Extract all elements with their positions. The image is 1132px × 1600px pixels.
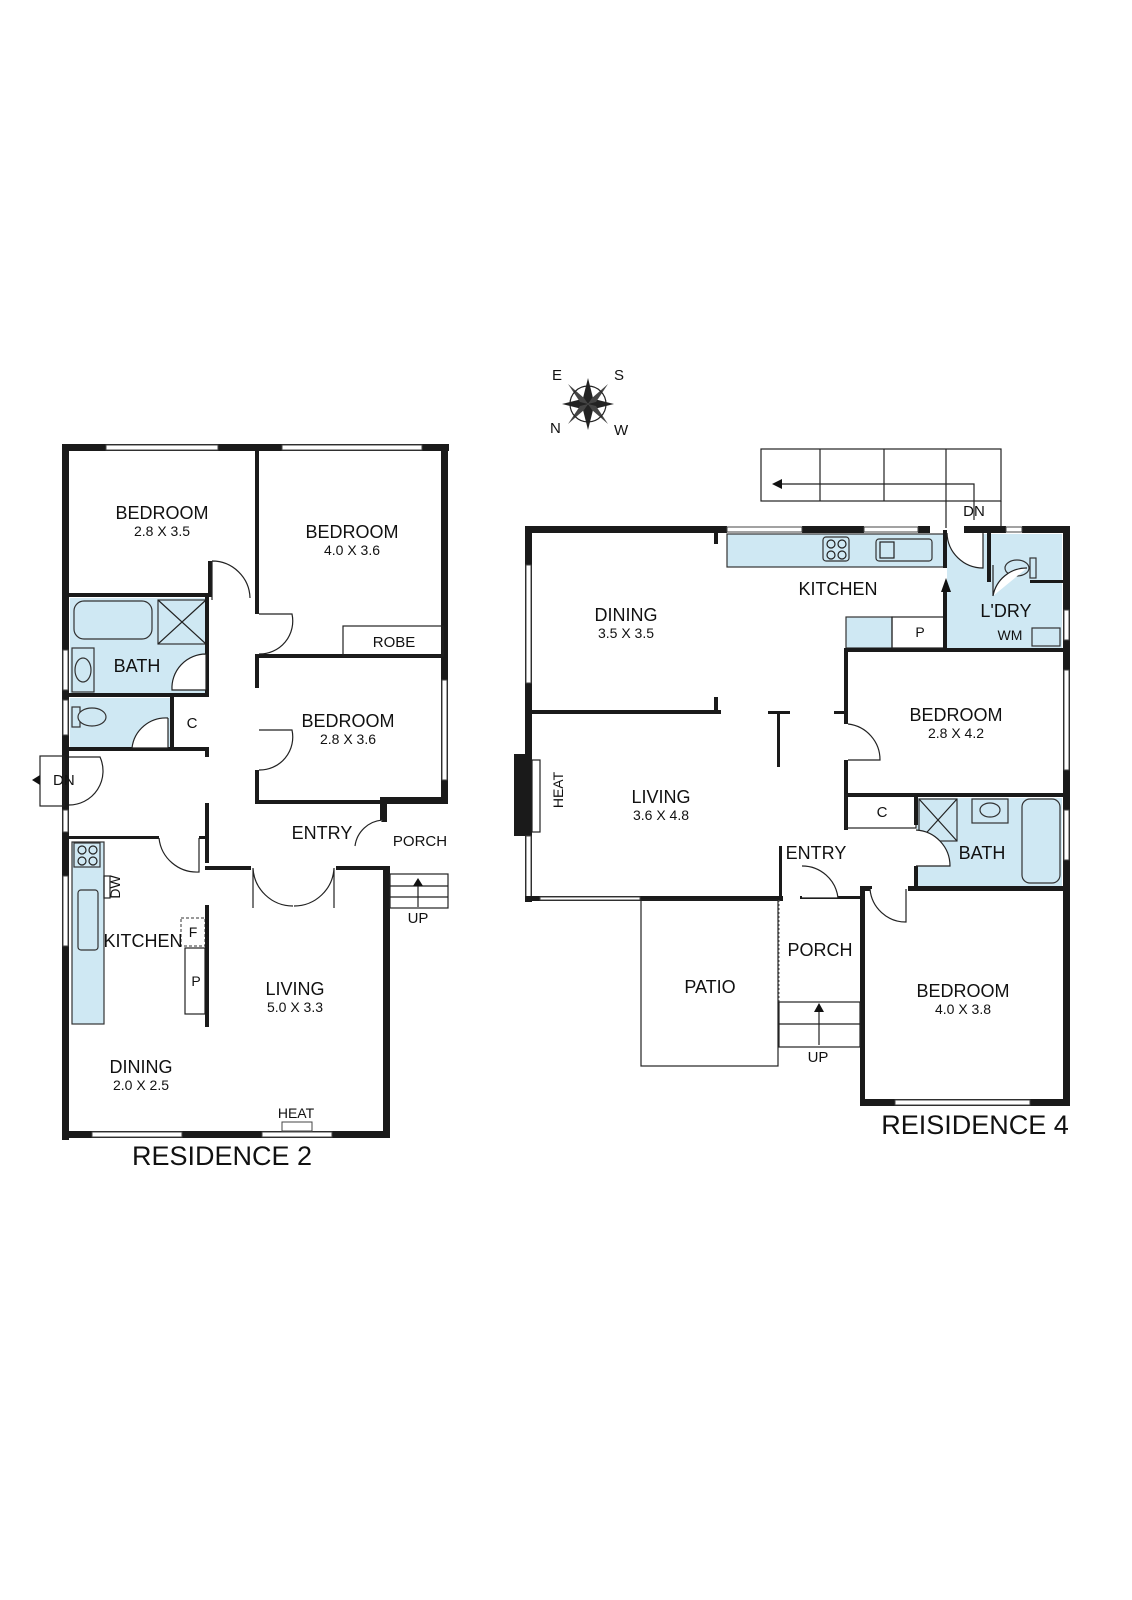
r2-robe-label: ROBE (373, 634, 416, 651)
r4-dining-label: DINING (595, 605, 658, 625)
compass-s: S (614, 367, 624, 384)
r2-entry-label: ENTRY (292, 823, 353, 843)
r4-bedroom1-size: 2.8 X 4.2 (928, 725, 984, 741)
r4-pantry-label: P (915, 624, 924, 640)
r4-bath-label: BATH (959, 843, 1006, 863)
r4-dining-size: 3.5 X 3.5 (598, 625, 654, 641)
r4-bedroom2-size: 4.0 X 3.8 (935, 1001, 991, 1017)
r2-heat-label: HEAT (278, 1105, 315, 1121)
compass-n: N (550, 420, 561, 437)
compass-rose-icon (562, 378, 614, 430)
r2-bath-label: BATH (114, 656, 161, 676)
r2-fridge-label: F (189, 924, 198, 940)
r2-dn-label: DN (53, 772, 75, 789)
residence-4-plan (514, 448, 1070, 1106)
r2-bedroom2-label: BEDROOM (305, 522, 398, 542)
r2-bedroom2-size: 4.0 X 3.6 (324, 542, 380, 558)
r2-bedroom1-label: BEDROOM (115, 503, 208, 523)
r2-cupboard-label: C (187, 715, 198, 732)
r2-kitchen-label: KITCHEN (103, 931, 182, 951)
r4-living-label: LIVING (631, 787, 690, 807)
compass-e: E (552, 367, 562, 384)
r2-bedroom1-size: 2.8 X 3.5 (134, 523, 190, 539)
r2-pantry-label: P (191, 973, 200, 989)
r2-dw-label: DW (107, 875, 123, 899)
r2-dining-size: 2.0 X 2.5 (113, 1077, 169, 1093)
r2-dining-label: DINING (110, 1057, 173, 1077)
r4-dn-label: DN (963, 503, 985, 520)
residence-4-title: REISIDENCE 4 (881, 1110, 1069, 1140)
r4-entry-label: ENTRY (786, 843, 847, 863)
r2-bedroom3-label: BEDROOM (301, 711, 394, 731)
r4-bedroom2-label: BEDROOM (916, 981, 1009, 1001)
r4-kitchen-label: KITCHEN (798, 579, 877, 599)
residence-2-title: RESIDENCE 2 (132, 1141, 312, 1171)
r4-bedroom1-label: BEDROOM (909, 705, 1002, 725)
r4-up-label: UP (808, 1049, 829, 1066)
r2-living-size: 5.0 X 3.3 (267, 999, 323, 1015)
r4-patio-label: PATIO (684, 977, 735, 997)
r4-porch-label: PORCH (787, 940, 852, 960)
r4-wm-label: WM (998, 627, 1023, 643)
r4-laundry-label: L'DRY (980, 601, 1031, 621)
r4-heat-label: HEAT (550, 771, 566, 808)
r2-living-label: LIVING (265, 979, 324, 999)
r2-bedroom3-size: 2.8 X 3.6 (320, 731, 376, 747)
r4-cupboard-label: C (877, 804, 888, 821)
compass-w: W (614, 422, 629, 439)
r2-porch-label: PORCH (393, 833, 447, 850)
r4-living-size: 3.6 X 4.8 (633, 807, 689, 823)
r2-up-label: UP (408, 910, 429, 927)
residence-2-plan (32, 444, 449, 1140)
